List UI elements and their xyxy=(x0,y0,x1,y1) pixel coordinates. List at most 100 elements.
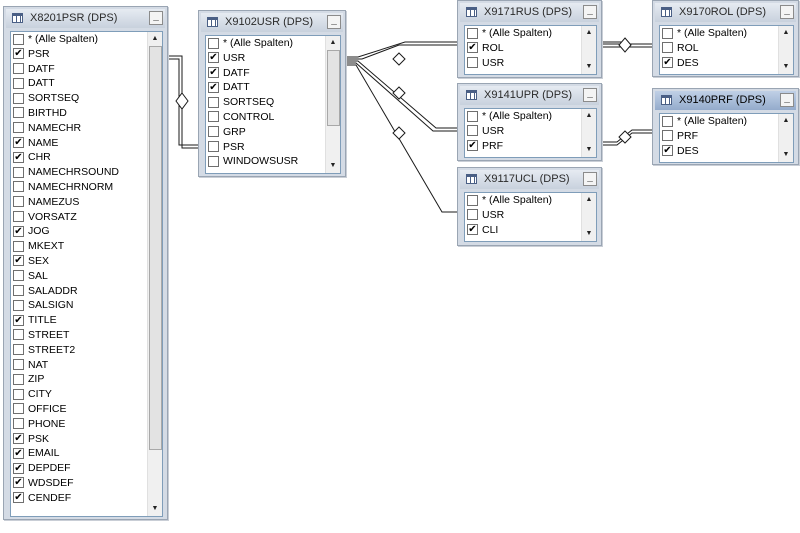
column-row[interactable]: ✔EMAIL xyxy=(11,446,162,461)
column-checkbox[interactable] xyxy=(467,110,478,122)
column-row[interactable]: ✔TITLE xyxy=(11,313,162,328)
column-row[interactable]: SAL xyxy=(11,269,162,284)
column-row[interactable]: ✔DATT xyxy=(206,80,340,95)
column-row[interactable]: ✔DES xyxy=(660,144,793,159)
column-row[interactable]: USR xyxy=(465,208,596,223)
column-checkbox[interactable]: ✔ xyxy=(13,48,24,60)
column-row[interactable]: DATF xyxy=(11,62,162,77)
scroll-down-arrow-icon[interactable]: ▼ xyxy=(782,63,790,70)
column-row[interactable]: ✔DATF xyxy=(206,66,340,81)
column-checkbox[interactable] xyxy=(13,33,24,45)
column-row[interactable]: NAMEZUS xyxy=(11,195,162,210)
column-checkbox[interactable] xyxy=(467,27,478,39)
column-checkbox[interactable] xyxy=(662,115,673,127)
column-checkbox[interactable] xyxy=(13,299,24,311)
table-x9141upr[interactable]: X9141UPR (DPS)_* (Alle Spalten)USR✔PRF▲▼ xyxy=(457,83,602,161)
vertical-scrollbar[interactable]: ▲▼ xyxy=(147,32,162,516)
table-header[interactable]: X9170ROL (DPS)_ xyxy=(655,3,796,22)
table-x9117ucl[interactable]: X9117UCL (DPS)_* (Alle Spalten)USR✔CLI▲▼ xyxy=(457,167,602,246)
column-checkbox[interactable] xyxy=(208,155,219,167)
scroll-down-arrow-icon[interactable]: ▼ xyxy=(585,146,593,153)
column-checkbox[interactable] xyxy=(13,107,24,119)
column-checkbox[interactable] xyxy=(208,141,219,153)
column-checkbox[interactable] xyxy=(13,77,24,89)
vertical-scrollbar[interactable]: ▲▼ xyxy=(581,109,596,157)
column-checkbox[interactable] xyxy=(13,240,24,252)
column-row[interactable]: * (Alle Spalten) xyxy=(465,26,596,41)
scroll-thumb[interactable] xyxy=(327,50,340,126)
column-checkbox[interactable] xyxy=(208,37,219,49)
scroll-up-arrow-icon[interactable]: ▲ xyxy=(585,112,593,119)
column-row[interactable]: SALSIGN xyxy=(11,298,162,313)
column-row[interactable]: * (Alle Spalten) xyxy=(660,114,793,129)
column-row[interactable]: * (Alle Spalten) xyxy=(11,32,162,47)
column-row[interactable]: SALADDR xyxy=(11,284,162,299)
column-checkbox[interactable] xyxy=(13,329,24,341)
table-x9170rol[interactable]: X9170ROL (DPS)_ * (Alle Spalten)ROL✔DES▲▼ xyxy=(652,0,799,77)
column-checkbox[interactable]: ✔ xyxy=(662,57,673,69)
column-checkbox[interactable]: ✔ xyxy=(13,462,24,474)
column-row[interactable]: * (Alle Spalten) xyxy=(206,36,340,51)
column-checkbox[interactable]: ✔ xyxy=(208,81,219,93)
column-checkbox[interactable] xyxy=(13,403,24,415)
column-checkbox[interactable] xyxy=(13,122,24,134)
column-checkbox[interactable] xyxy=(13,196,24,208)
column-row[interactable]: NAT xyxy=(11,358,162,373)
column-checkbox[interactable] xyxy=(662,27,673,39)
column-row[interactable]: * (Alle Spalten) xyxy=(465,109,596,124)
column-checkbox[interactable] xyxy=(13,344,24,356)
column-checkbox[interactable]: ✔ xyxy=(13,137,24,149)
table-header[interactable]: X9141UPR (DPS)_ xyxy=(460,86,599,105)
column-row[interactable]: * (Alle Spalten) xyxy=(660,26,793,41)
column-row[interactable]: ✔PSK xyxy=(11,432,162,447)
table-header[interactable]: X8201PSR (DPS)_ xyxy=(6,9,165,28)
column-checkbox[interactable]: ✔ xyxy=(467,42,478,54)
column-row[interactable]: PSR xyxy=(206,140,340,155)
column-row[interactable]: OFFICE xyxy=(11,402,162,417)
column-row[interactable]: STREET2 xyxy=(11,343,162,358)
column-checkbox[interactable]: ✔ xyxy=(13,447,24,459)
column-row[interactable]: SORTSEQ xyxy=(11,91,162,106)
column-row[interactable]: ✔DEPDEF xyxy=(11,461,162,476)
minimize-button[interactable]: _ xyxy=(780,93,794,107)
column-checkbox[interactable]: ✔ xyxy=(13,477,24,489)
vertical-scrollbar[interactable]: ▲▼ xyxy=(778,26,793,74)
column-checkbox[interactable] xyxy=(13,92,24,104)
column-checkbox[interactable]: ✔ xyxy=(467,224,478,236)
column-row[interactable]: ✔USR xyxy=(206,51,340,66)
vertical-scrollbar[interactable]: ▲▼ xyxy=(581,26,596,74)
column-row[interactable]: VORSATZ xyxy=(11,210,162,225)
table-header[interactable]: X9102USR (DPS)_ xyxy=(201,13,343,32)
column-row[interactable]: ✔ROL xyxy=(465,41,596,56)
column-checkbox[interactable] xyxy=(13,270,24,282)
scroll-thumb[interactable] xyxy=(149,46,162,450)
minimize-button[interactable]: _ xyxy=(583,88,597,102)
column-row[interactable]: PRF xyxy=(660,129,793,144)
column-row[interactable]: CITY xyxy=(11,387,162,402)
minimize-button[interactable]: _ xyxy=(583,5,597,19)
column-checkbox[interactable] xyxy=(13,211,24,223)
column-row[interactable]: SORTSEQ xyxy=(206,95,340,110)
column-checkbox[interactable] xyxy=(13,181,24,193)
column-checkbox[interactable] xyxy=(208,96,219,108)
column-row[interactable]: NAMECHRSOUND xyxy=(11,165,162,180)
column-checkbox[interactable] xyxy=(662,130,673,142)
column-row[interactable]: ZIP xyxy=(11,372,162,387)
scroll-down-arrow-icon[interactable]: ▼ xyxy=(585,63,593,70)
column-row[interactable]: ✔PRF xyxy=(465,139,596,154)
column-checkbox[interactable] xyxy=(13,418,24,430)
minimize-button[interactable]: _ xyxy=(583,172,597,186)
column-checkbox[interactable] xyxy=(467,209,478,221)
minimize-button[interactable]: _ xyxy=(149,11,163,25)
scroll-up-arrow-icon[interactable]: ▲ xyxy=(329,39,337,46)
table-x9102usr[interactable]: X9102USR (DPS)_ * (Alle Spalten)✔USR✔DATF… xyxy=(198,10,346,177)
column-row[interactable]: MKEXT xyxy=(11,239,162,254)
column-checkbox[interactable]: ✔ xyxy=(662,145,673,157)
column-checkbox[interactable]: ✔ xyxy=(13,151,24,163)
column-row[interactable]: USR xyxy=(465,56,596,71)
column-list[interactable]: * (Alle Spalten)ROL✔DES▲▼ xyxy=(659,25,794,75)
scroll-up-arrow-icon[interactable]: ▲ xyxy=(585,29,593,36)
column-row[interactable]: USR xyxy=(465,124,596,139)
